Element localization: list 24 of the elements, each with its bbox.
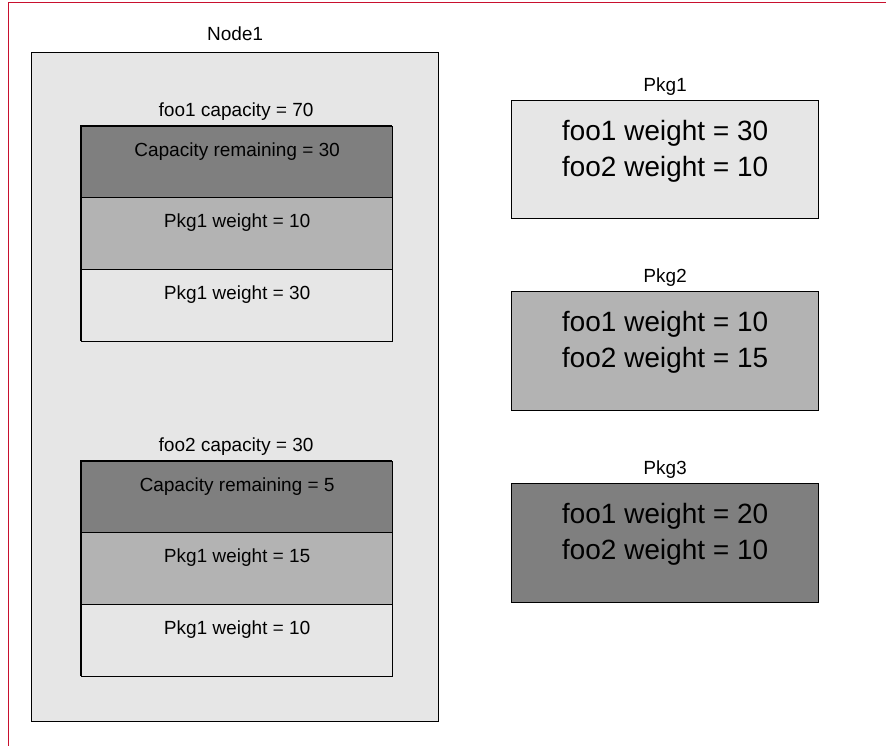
cell-text: Pkg1 weight = 15 [164, 545, 310, 569]
box-heading: Pkg2 [643, 265, 687, 289]
table-cell [81, 604, 393, 677]
cell-text: Capacity remaining = 30 [134, 139, 340, 163]
cell-text: Pkg1 weight = 30 [164, 282, 310, 306]
weight-text: foo2 weight = 10 [562, 533, 768, 567]
box-heading: foo1 capacity = 70 [158, 99, 314, 123]
table-cell [81, 126, 393, 198]
weight-text: foo2 weight = 15 [562, 341, 768, 375]
cell-text: Capacity remaining = 5 [140, 474, 334, 498]
table-cell [81, 197, 393, 270]
box-heading: Node1 [207, 23, 263, 47]
weight-text: foo1 weight = 30 [562, 114, 768, 148]
box-heading: foo2 capacity = 30 [158, 434, 314, 458]
cell-text: Pkg1 weight = 10 [164, 617, 310, 641]
box-heading: Pkg1 [643, 74, 687, 98]
weight-text: foo1 weight = 20 [562, 497, 768, 531]
box-heading: Pkg3 [643, 457, 687, 481]
weight-text: foo2 weight = 10 [562, 150, 768, 184]
cell-text: Pkg1 weight = 10 [164, 210, 310, 234]
table-cell [81, 532, 393, 605]
table-cell [81, 269, 393, 342]
table-cell [81, 461, 393, 533]
weight-text: foo1 weight = 10 [562, 305, 768, 339]
